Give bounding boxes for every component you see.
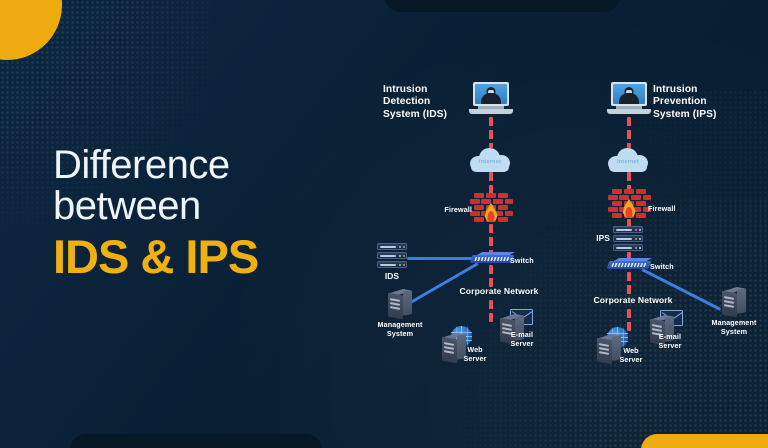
ids-email-label-line-1: E-mail (510, 330, 534, 339)
decorative-circle-top-left (0, 0, 62, 60)
ips-internet-cloud-icon: Internet (606, 147, 650, 173)
ips-sensor-rack-icon (613, 226, 643, 252)
ids-switch-label: Switch (510, 256, 534, 265)
ids-web-tower-icon (442, 333, 466, 364)
ids-link-sensor-switch (407, 257, 483, 260)
page-title: Difference between IDS & IPS (53, 145, 383, 282)
ids-web-label-line-1: Web (467, 345, 483, 354)
decorative-bar-bottom-left (70, 434, 322, 448)
ips-management-label-line-2: System (720, 326, 748, 336)
ids-attacker-laptop-icon (469, 82, 513, 114)
ids-link-switch-network (489, 265, 493, 287)
ips-web-label: Web Server (610, 346, 652, 364)
ids-sensor-rack-icon (377, 243, 407, 269)
ips-link-switch-network (627, 272, 631, 296)
ids-internet-cloud-icon: Internet (468, 147, 512, 173)
ips-management-label-line-1: Management (711, 318, 757, 327)
ids-link-firewall-switch (489, 224, 493, 257)
ips-management-tower-icon (722, 287, 746, 318)
ids-corporate-network-label: Corporate Network (459, 286, 539, 296)
ids-title-line-2: Detection (383, 96, 431, 108)
ids-sensor-label: IDS (384, 271, 400, 281)
ids-title-line-1: Intrusion (383, 84, 428, 95)
ids-management-label-line-1: Management (377, 320, 423, 329)
ips-internet-label: Internet (616, 159, 640, 165)
ids-web-label-line-2: Server (463, 353, 487, 363)
ids-title-line-3: System (IDS) (383, 108, 448, 120)
ids-email-label: E-mail Server (498, 330, 546, 348)
ids-management-label-line-2: System (386, 328, 414, 338)
ips-email-label-line-1: E-mail (658, 332, 682, 341)
ips-title: Intrusion Prevention System (IPS) (653, 84, 757, 121)
ips-firewall-label: Firewall (648, 204, 676, 213)
ids-link-switch-management (409, 262, 479, 304)
ids-email-label-line-2: Server (510, 338, 534, 348)
ips-web-label-line-1: Web (623, 346, 639, 355)
diagram-ips: Intrusion Prevention System (IPS) Intern… (580, 0, 768, 448)
ids-switch-icon (469, 252, 515, 265)
ips-firewall-icon (608, 189, 651, 219)
ids-link-network-servers (489, 300, 493, 322)
ips-title-line-3: System (IPS) (653, 108, 717, 120)
ips-link-internet-firewall (627, 172, 631, 192)
ids-firewall-icon (470, 193, 513, 223)
ips-email-tower-icon (650, 315, 674, 346)
ips-attacker-laptop-icon (607, 82, 651, 114)
decorative-bar-top (385, 0, 620, 12)
ids-link-attacker-internet (489, 117, 493, 148)
ids-title: Intrusion Detection System (IDS) (383, 84, 479, 121)
ips-web-label-line-2: Server (619, 354, 643, 364)
ips-web-tower-icon (597, 334, 621, 365)
ids-internet-label: Internet (478, 159, 502, 165)
ips-link-attacker-internet (627, 117, 631, 148)
ips-link-firewall-sensor (627, 219, 631, 228)
ips-email-label-line-2: Server (658, 340, 682, 350)
ids-web-label: Web Server (454, 345, 496, 363)
ips-switch-label: Switch (650, 262, 674, 271)
ips-management-label: Management System (698, 318, 768, 336)
title-line-2: between (53, 184, 201, 228)
ips-link-sensor-switch (627, 252, 631, 261)
decorative-bar-bottom-right (641, 434, 768, 448)
title-accent: IDS & IPS (53, 230, 259, 283)
ips-link-network-servers (627, 309, 631, 331)
ids-email-tower-icon (500, 314, 524, 345)
ids-management-label: Management System (364, 320, 436, 338)
ips-email-label: E-mail Server (646, 332, 694, 350)
ips-switch-icon (606, 258, 652, 271)
ips-title-line-1: Intrusion (653, 84, 698, 95)
ips-corporate-network-label: Corporate Network (593, 295, 673, 305)
diagram-ids: Intrusion Detection System (IDS) Interne… (358, 0, 563, 448)
ids-management-tower-icon (388, 289, 412, 320)
ids-link-internet-firewall (489, 172, 493, 196)
title-line-1: Difference (53, 143, 230, 187)
ips-sensor-label: IPS (596, 233, 610, 243)
ids-firewall-label: Firewall (444, 205, 472, 214)
ips-title-line-2: Prevention (653, 96, 707, 108)
